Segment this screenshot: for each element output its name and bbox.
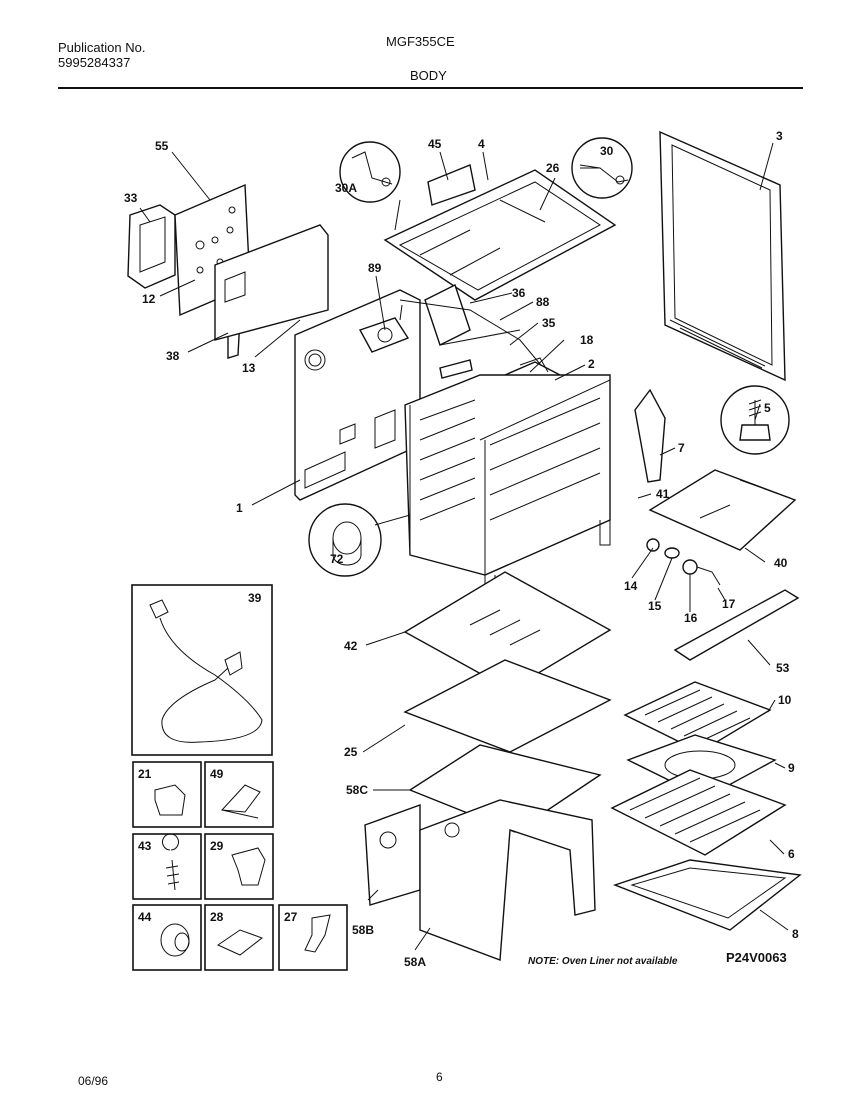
label-40: 40 xyxy=(774,556,788,570)
label-1: 1 xyxy=(236,501,243,515)
label-72: 72 xyxy=(330,552,344,566)
part-15-grommet xyxy=(664,547,680,559)
label-13: 13 xyxy=(242,361,256,375)
label-36: 36 xyxy=(512,286,526,300)
section-title: BODY xyxy=(410,68,447,83)
label-14: 14 xyxy=(624,579,638,593)
label-18: 18 xyxy=(580,333,594,347)
part-36-burner xyxy=(424,284,521,346)
part-72-callout xyxy=(308,503,382,577)
part-10-grill xyxy=(623,681,772,753)
part-27-clip xyxy=(304,914,331,953)
label-30a: 30A xyxy=(335,181,357,195)
footer-page-number: 6 xyxy=(436,1070,443,1084)
inset-43 xyxy=(132,833,202,900)
label-42: 42 xyxy=(344,639,358,653)
part-14-knob xyxy=(646,538,660,552)
label-49: 49 xyxy=(210,767,224,781)
label-28: 28 xyxy=(210,910,224,924)
label-55: 55 xyxy=(155,139,169,153)
label-44: 44 xyxy=(138,910,152,924)
label-9: 9 xyxy=(788,761,795,775)
part-30-callout xyxy=(571,137,633,199)
model-number: MGF355CE xyxy=(386,34,455,49)
label-26: 26 xyxy=(546,161,560,175)
part-58a-58b-insulation xyxy=(364,799,596,961)
label-58b: 58B xyxy=(352,923,374,937)
part-33-switch xyxy=(127,204,176,289)
label-53: 53 xyxy=(776,661,790,675)
part-43-screw xyxy=(162,833,180,891)
part-21-clip xyxy=(154,784,186,816)
label-41: 41 xyxy=(656,487,670,501)
inset-39-power-cord xyxy=(131,584,273,756)
label-88: 88 xyxy=(536,295,550,309)
part-8-oven-bottom xyxy=(612,859,802,931)
part-28-bracket xyxy=(216,929,264,956)
label-30: 30 xyxy=(600,144,614,158)
label-17: 17 xyxy=(722,597,736,611)
inset-27 xyxy=(278,904,348,971)
label-58a: 58A xyxy=(404,955,426,969)
label-38: 38 xyxy=(166,349,180,363)
footer-date: 06/96 xyxy=(78,1074,109,1088)
inset-29 xyxy=(204,833,274,900)
part-7-hinge xyxy=(634,388,666,483)
publication-label: Publication No. xyxy=(58,40,146,55)
part-connector xyxy=(439,359,473,379)
part-42-panel xyxy=(403,571,612,691)
label-4: 4 xyxy=(478,137,485,151)
label-5: 5 xyxy=(764,401,771,415)
part-53-rail xyxy=(673,589,800,661)
label-45: 45 xyxy=(428,137,442,151)
part-88-tube xyxy=(399,299,546,371)
label-3: 3 xyxy=(776,129,783,143)
label-15: 15 xyxy=(648,599,662,613)
label-7: 7 xyxy=(678,441,685,455)
label-21: 21 xyxy=(138,767,152,781)
part-29-clamp xyxy=(231,847,266,886)
leader-lines xyxy=(139,142,789,951)
part-25-panel xyxy=(403,659,612,753)
label-43: 43 xyxy=(138,839,152,853)
inset-49 xyxy=(204,761,274,828)
label-12: 12 xyxy=(142,292,156,306)
label-33: 33 xyxy=(124,191,138,205)
oven-liner-note: NOTE: Oven Liner not available xyxy=(528,956,678,967)
part-back-panel xyxy=(214,224,329,341)
part-49-bracket xyxy=(220,784,261,819)
label-35: 35 xyxy=(542,316,556,330)
part-40-bracket xyxy=(648,469,797,551)
part-6-oven-rack xyxy=(610,769,787,856)
figure-code: P24V0063 xyxy=(726,950,787,965)
part-4-top-cover xyxy=(383,164,617,301)
header-rule xyxy=(58,87,803,89)
publication-number: 5995284337 xyxy=(58,55,131,70)
part-labels: 55 33 12 38 13 89 1 72 45 4 30A 26 30 36… xyxy=(124,129,799,969)
label-25: 25 xyxy=(344,745,358,759)
label-58c: 58C xyxy=(346,783,368,797)
part-30a-callout xyxy=(339,141,401,203)
part-1-side-panel xyxy=(294,289,421,501)
label-8: 8 xyxy=(792,927,799,941)
inset-21 xyxy=(132,761,202,828)
inset-44 xyxy=(132,904,202,971)
part-16-lamp xyxy=(682,559,698,575)
label-2: 2 xyxy=(588,357,595,371)
part-3-door-frame xyxy=(659,130,786,382)
part-17-wire xyxy=(696,566,721,586)
label-6: 6 xyxy=(788,847,795,861)
label-39: 39 xyxy=(248,591,262,605)
part-oven-cavity xyxy=(404,374,611,606)
part-44-bushing xyxy=(160,923,190,957)
label-29: 29 xyxy=(210,839,224,853)
label-27: 27 xyxy=(284,910,298,924)
label-16: 16 xyxy=(684,611,698,625)
label-10: 10 xyxy=(778,693,792,707)
label-89: 89 xyxy=(368,261,382,275)
